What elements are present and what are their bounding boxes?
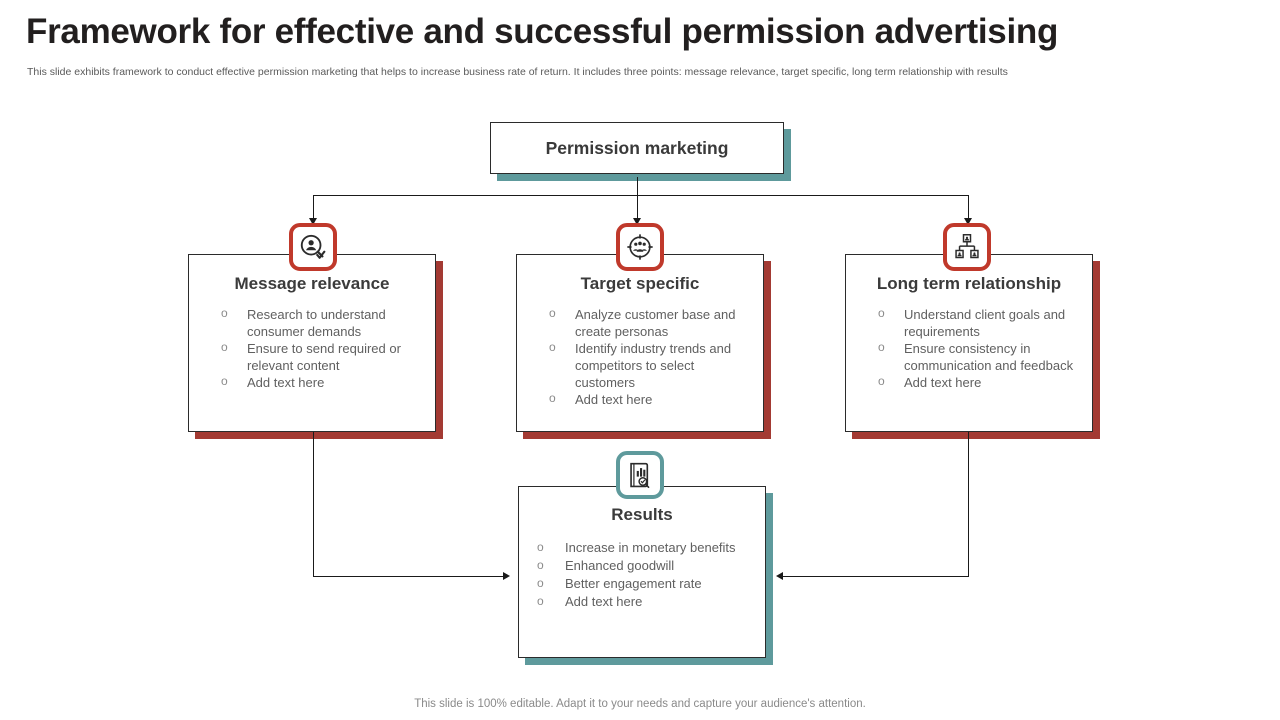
list-item: Better engagement rate [537, 574, 755, 593]
list-item: Analyze customer base and create persona… [549, 305, 753, 340]
results-card[interactable]: Results Increase in monetary benefits En… [518, 486, 766, 658]
arrowhead-results-left [503, 572, 510, 580]
report-analysis-search-icon [616, 451, 664, 499]
connector-drop-branch-1 [313, 195, 315, 220]
branch-1-bullets: Research to understand consumer demands … [189, 305, 435, 391]
branch-1-title: Message relevance [234, 274, 390, 293]
branch-card-1[interactable]: Message relevance Research to understand… [188, 254, 436, 432]
list-item: Add text here [221, 373, 425, 391]
person-search-check-icon [289, 223, 337, 271]
arrowhead-branch-3 [964, 218, 972, 225]
branch-3-title: Long term relationship [876, 274, 1062, 293]
root-box-label: Permission marketing [545, 137, 729, 158]
list-item: Ensure to send required or relevant cont… [221, 339, 425, 374]
connector-drop-branch-2 [637, 195, 639, 220]
list-item: Research to understand consumer demands [221, 305, 425, 340]
page-subtitle: This slide exhibits framework to conduct… [27, 66, 1008, 78]
branch-2-title: Target specific [580, 274, 700, 293]
list-item: Identify industry trends and competitors… [549, 339, 753, 391]
branch-card-3[interactable]: Long term relationship Understand client… [845, 254, 1093, 432]
arrowhead-branch-2 [633, 218, 641, 225]
connector-left-horizontal [313, 576, 503, 578]
list-item: Ensure consistency in communication and … [878, 339, 1082, 374]
results-title: Results [611, 505, 673, 524]
connector-drop-branch-3 [968, 195, 970, 220]
list-item: Add text here [537, 592, 755, 611]
branch-card-2[interactable]: Target specific Analyze customer base an… [516, 254, 764, 432]
list-item: Understand client goals and requirements [878, 305, 1082, 340]
page-title: Framework for effective and successful p… [26, 12, 1059, 51]
root-box[interactable]: Permission marketing [490, 122, 784, 174]
branch-2-bullets: Analyze customer base and create persona… [517, 305, 763, 408]
list-item: Enhanced goodwill [537, 556, 755, 575]
list-item: Add text here [878, 373, 1082, 391]
audience-target-icon [616, 223, 664, 271]
connector-horizontal-bar [313, 195, 969, 197]
connector-right-horizontal [783, 576, 969, 578]
branch-3-bullets: Understand client goals and requirements… [846, 305, 1092, 391]
connector-right-vertical [968, 432, 970, 577]
arrowhead-branch-1 [309, 218, 317, 225]
list-item: Add text here [549, 390, 753, 408]
footer-note: This slide is 100% editable. Adapt it to… [414, 698, 866, 710]
results-bullets: Increase in monetary benefits Enhanced g… [519, 538, 765, 611]
list-item: Increase in monetary benefits [537, 538, 755, 557]
org-hierarchy-icon [943, 223, 991, 271]
connector-left-vertical [313, 432, 315, 577]
connector-root-stem [637, 177, 639, 195]
arrowhead-results-right [776, 572, 783, 580]
